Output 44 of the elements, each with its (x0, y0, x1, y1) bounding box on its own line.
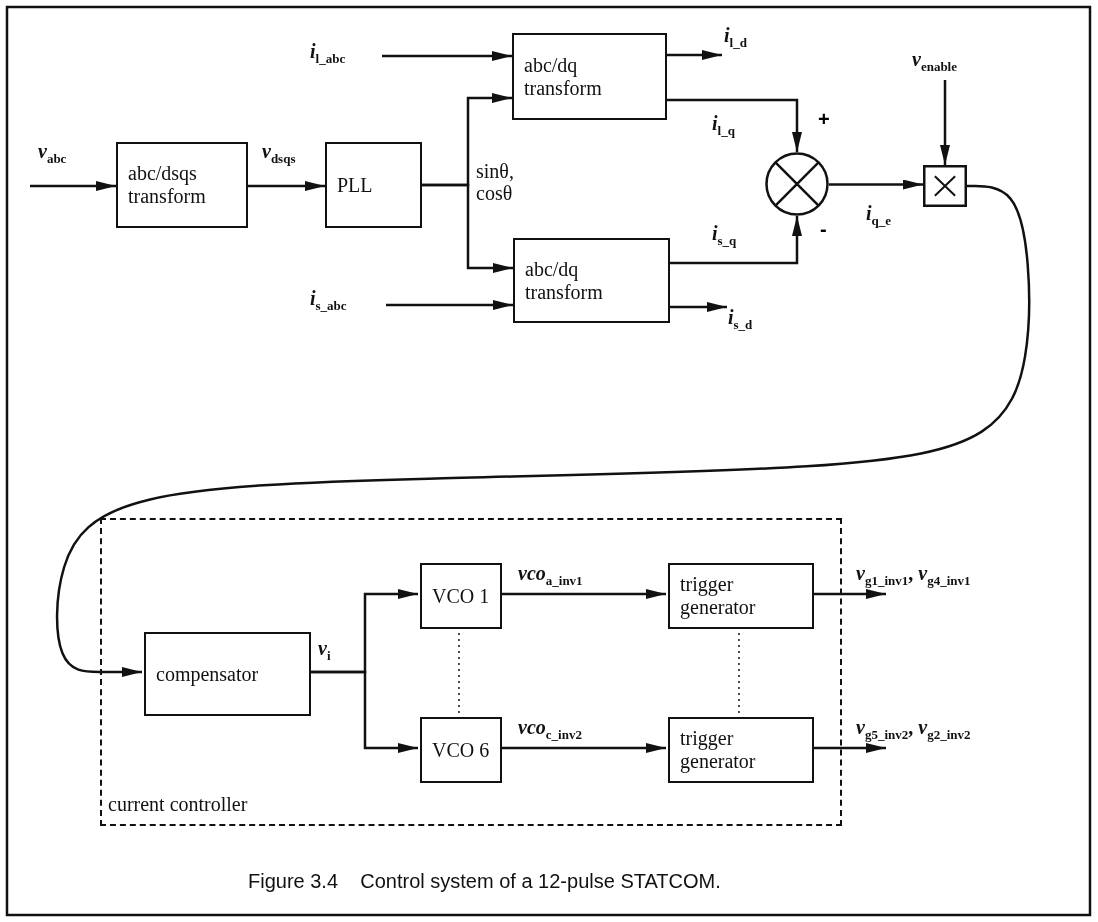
signal-label: i$_{q_e}$ (866, 202, 892, 229)
group-title: current controller (108, 793, 248, 816)
block-label: abc/dq transform (525, 257, 604, 304)
block-label: VCO 6 (432, 738, 490, 762)
multiplier-block (923, 165, 967, 207)
dashed-group-box (100, 518, 842, 826)
signal-arrow (248, 181, 325, 191)
signal-arrow (382, 51, 512, 61)
signal-label: i$_{s_q}$ (712, 222, 737, 249)
sign-label: - (820, 218, 827, 241)
block-label: VCO 1 (432, 584, 490, 608)
process-box (668, 717, 814, 783)
process-box (420, 717, 502, 783)
signal-arrow (422, 183, 513, 273)
signal-arrow (670, 216, 802, 265)
signal-label: i$_{l_abc}$ (310, 40, 346, 67)
sign-label: + (818, 108, 830, 131)
signal-arrow (30, 181, 116, 191)
signal-arrow (386, 300, 513, 310)
process-box (325, 142, 422, 228)
process-box (512, 33, 667, 120)
figure-caption: Figure 3.4 Control system of a 12-pulse STATCOM. (248, 870, 721, 893)
signal-label: i$_{l_d}$ (724, 24, 747, 51)
process-box (116, 142, 248, 228)
signal-label: i$_{s_d}$ (728, 306, 753, 333)
process-box (668, 563, 814, 629)
block-label: trigger generator (680, 573, 757, 619)
block-label: abc/dsqs transform (128, 162, 207, 208)
signal-label: i$_{l_q}$ (712, 112, 735, 139)
process-box (513, 238, 670, 323)
summing-junction (765, 152, 829, 216)
block-label: PLL (337, 173, 373, 197)
signal-arrow (829, 179, 923, 190)
block-label: abc/dq transform (524, 53, 603, 100)
signal-arrow (667, 98, 802, 152)
signal-arrow (55, 184, 1031, 677)
process-box (420, 563, 502, 629)
signal-arrow (940, 80, 950, 165)
signal-label: i$_{s_abc}$ (310, 287, 347, 314)
process-box (144, 632, 311, 716)
signal-arrow (670, 302, 727, 312)
signal-arrow (667, 50, 722, 60)
block-label: compensator (156, 662, 259, 686)
block-label: trigger generator (680, 727, 757, 773)
